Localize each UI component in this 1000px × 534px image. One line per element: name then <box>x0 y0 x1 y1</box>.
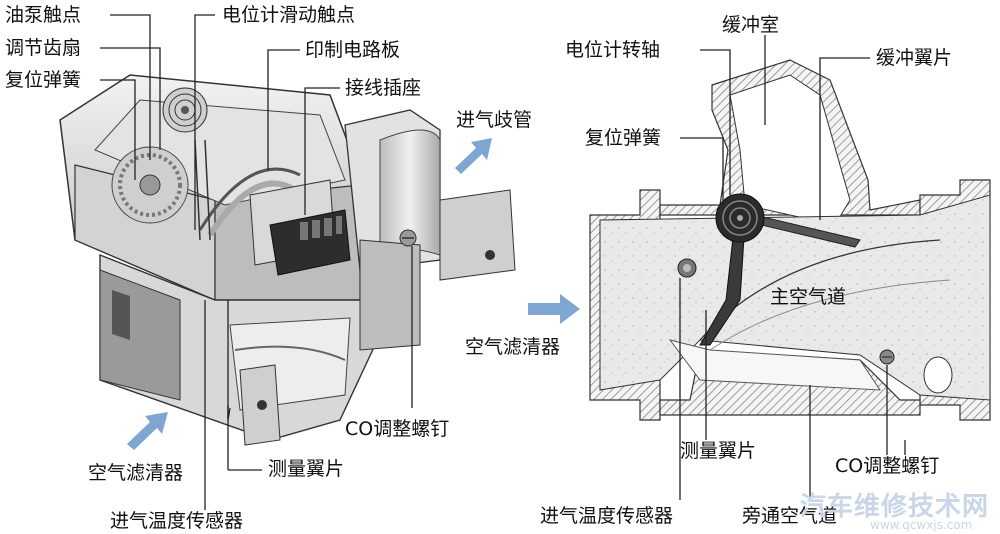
label-buffer-chamber: 缓冲室 <box>722 14 780 36</box>
gear-sector-drawing <box>111 146 189 224</box>
label-co-adjust-screw-left: CO调整螺钉 <box>345 418 450 440</box>
label-wiring-socket: 接线插座 <box>345 77 422 99</box>
label-potentiometer-shaft: 电位计转轴 <box>565 39 661 61</box>
label-return-spring-left: 复位弹簧 <box>5 69 82 91</box>
label-intake-manifold: 进气歧管 <box>456 109 533 131</box>
label-buffer-flap: 缓冲翼片 <box>876 47 953 69</box>
label-intake-temp-sensor-left: 进气温度传感器 <box>110 510 244 532</box>
label-potentiometer-slide-contact: 电位计滑动触点 <box>222 4 356 26</box>
label-oil-pump-contact: 油泵触点 <box>5 4 82 26</box>
label-main-air-passage: 主空气道 <box>770 286 847 308</box>
watermark-text: 汽车维修技术网 <box>800 492 990 522</box>
connector-socket-drawing <box>269 209 351 276</box>
label-measuring-flap-left: 测量翼片 <box>268 458 345 480</box>
right-section-view <box>589 59 991 421</box>
arrow-manifold-out <box>455 138 492 174</box>
watermark-url: www.qcwxjs.com <box>870 518 973 532</box>
label-bypass-air-passage: 旁通空气道 <box>742 505 838 527</box>
coil-spring-drawing <box>162 87 208 133</box>
label-air-filter-right: 空气滤清器 <box>465 336 561 358</box>
flow-arrows <box>127 138 580 450</box>
label-air-filter-left: 空气滤清器 <box>88 462 184 484</box>
label-printed-circuit-board: 印制电路板 <box>305 39 401 61</box>
leader-lines <box>100 14 906 510</box>
label-measuring-flap-right: 测量翼片 <box>680 440 757 462</box>
co-screw-left-drawing <box>399 229 417 247</box>
label-adjust-gear-sector: 调节齿扇 <box>5 37 82 59</box>
arrow-intake-left <box>127 412 168 450</box>
arrow-right-intake <box>528 294 580 324</box>
shaft-spring-drawing <box>715 193 765 243</box>
label-intake-temp-sensor-right: 进气温度传感器 <box>540 505 674 527</box>
label-return-spring-right: 复位弹簧 <box>585 127 662 149</box>
left-cutaway-meter <box>59 74 516 446</box>
label-co-adjust-screw-right: CO调整螺钉 <box>835 455 940 477</box>
